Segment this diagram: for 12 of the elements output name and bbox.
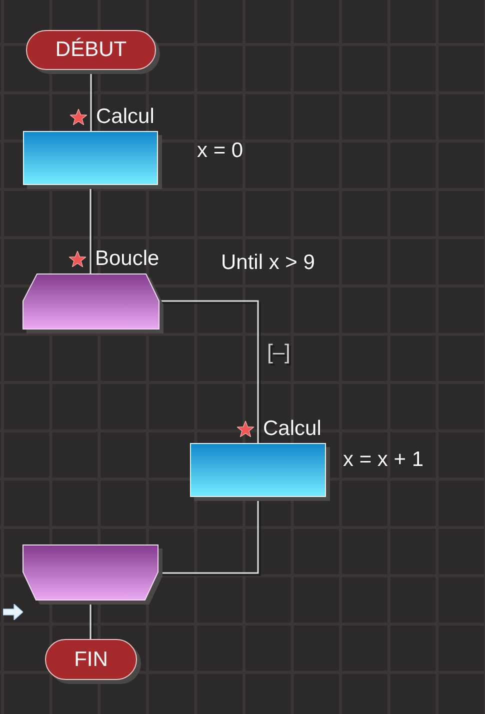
block-title: Calcul: [96, 105, 154, 129]
block-title: Boucle: [95, 247, 160, 271]
block-title: Calcul: [263, 417, 322, 441]
connector-line: [159, 300, 259, 443]
collapse-toggle: [–]: [267, 341, 290, 365]
loop-end-block: [23, 545, 158, 600]
connector-line: [90, 600, 92, 640]
terminal-label: FIN: [74, 648, 108, 672]
condition-text: Until x > 9: [221, 251, 315, 275]
terminal-label: DÉBUT: [55, 38, 127, 62]
expression-text: x = x + 1: [343, 448, 424, 472]
expression-text: x = 0: [197, 139, 244, 163]
